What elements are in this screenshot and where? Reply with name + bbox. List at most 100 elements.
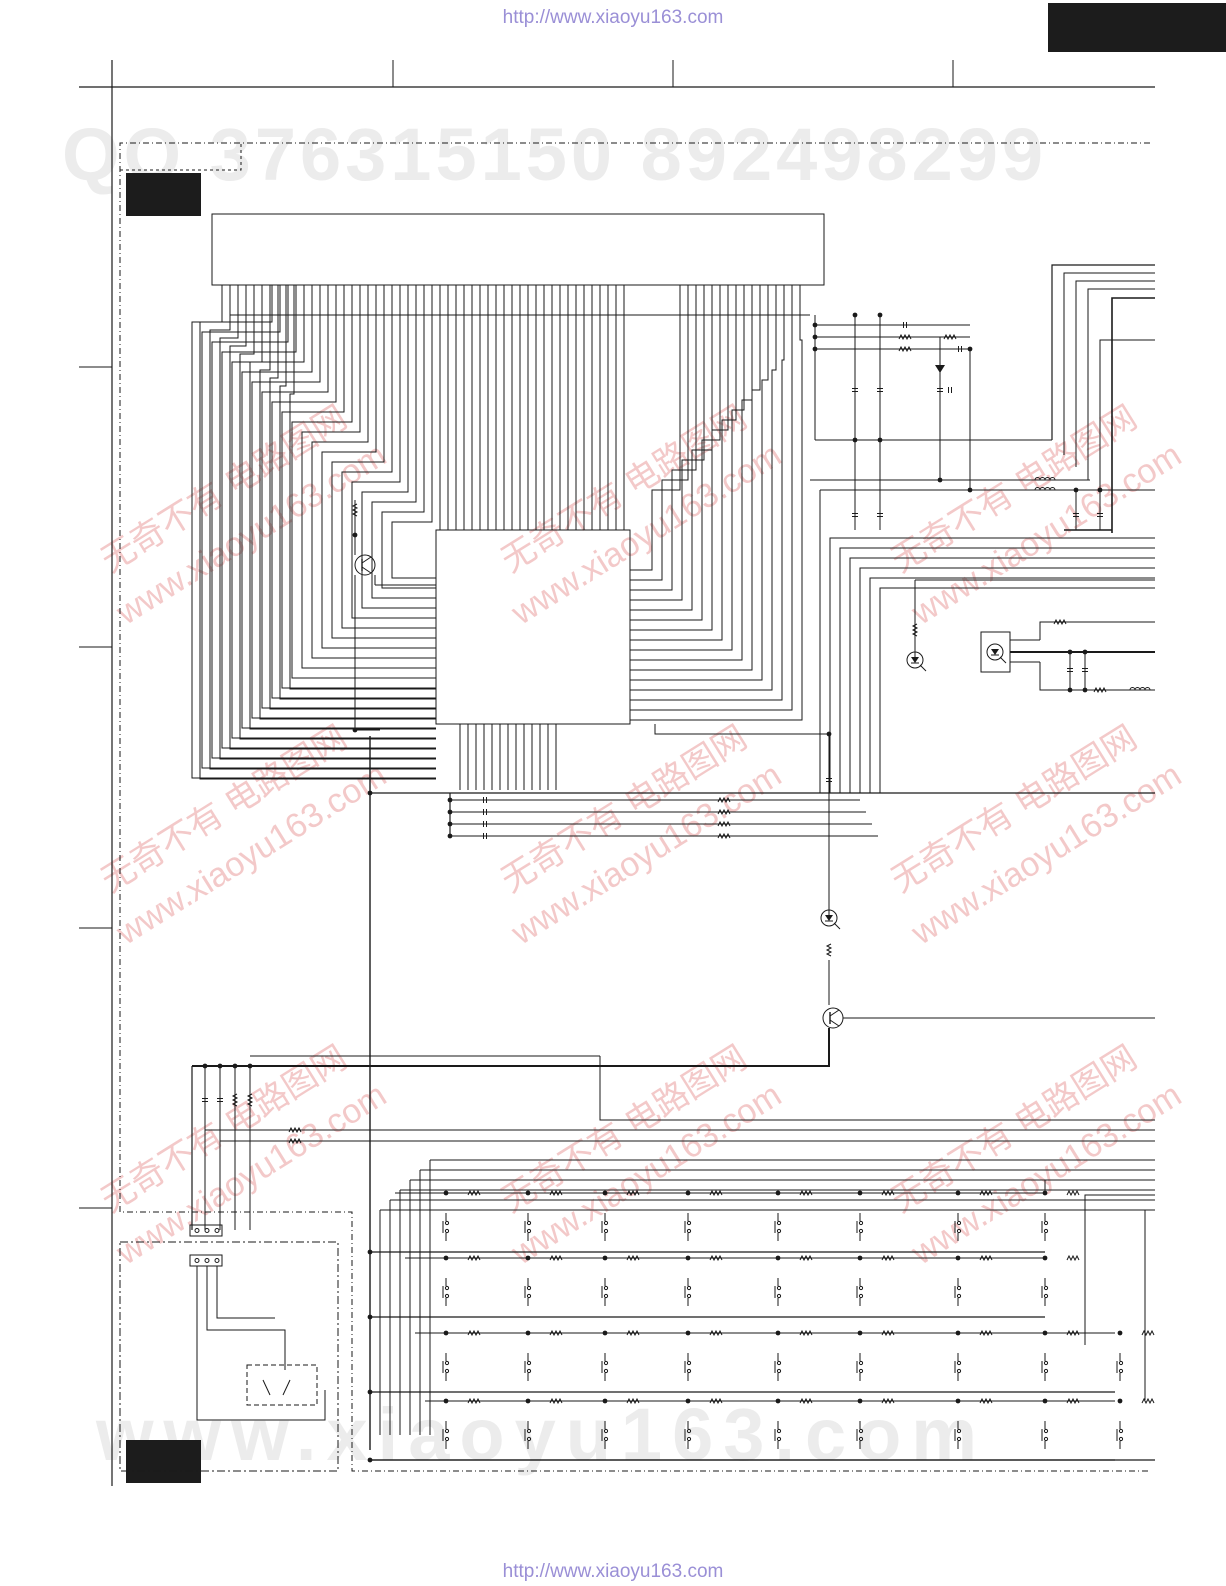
junction-dot <box>812 334 818 340</box>
key-switch <box>686 1368 692 1374</box>
junction-dot <box>857 1398 863 1404</box>
wire <box>291 285 436 679</box>
key-switch <box>1043 1228 1049 1234</box>
wire <box>630 285 761 671</box>
junction-dot <box>857 1190 863 1196</box>
key-switch <box>858 1368 864 1374</box>
junction-dot <box>1067 687 1073 693</box>
resistor <box>799 1397 813 1405</box>
led <box>833 922 841 930</box>
connector <box>189 1254 223 1267</box>
junction-dot <box>525 1255 531 1261</box>
switch-transistor <box>354 554 376 576</box>
resistor <box>709 1329 723 1337</box>
wire <box>311 285 436 659</box>
key-switch <box>858 1436 864 1442</box>
led <box>906 651 924 669</box>
board-outline-switch <box>119 1241 339 1472</box>
key-switch <box>526 1360 532 1366</box>
wire <box>229 285 436 750</box>
junction-dot <box>857 1255 863 1261</box>
resistor <box>799 1254 813 1262</box>
wire <box>630 285 785 701</box>
junction-dot <box>852 312 858 318</box>
resistor <box>799 1329 813 1337</box>
wire <box>630 285 681 571</box>
key-switch <box>1043 1428 1049 1434</box>
wire <box>196 1266 326 1421</box>
junction-dot <box>232 1063 238 1069</box>
page-tab-label <box>1048 3 1226 52</box>
key-switch <box>1118 1368 1124 1374</box>
resistor <box>626 1329 640 1337</box>
wire <box>331 285 436 639</box>
junction-dot <box>443 1190 449 1196</box>
wire <box>1039 621 1155 640</box>
inductor <box>1034 477 1056 481</box>
resistor <box>467 1397 481 1405</box>
wire <box>654 724 829 735</box>
wire <box>1075 280 1155 467</box>
key-switch <box>603 1368 609 1374</box>
resistor <box>898 333 912 341</box>
key-switch <box>956 1436 962 1442</box>
resistor <box>467 1254 481 1262</box>
key-switch <box>776 1368 782 1374</box>
junction-dot <box>202 1063 208 1069</box>
led <box>825 915 833 921</box>
key-switch <box>444 1360 450 1366</box>
wire <box>630 285 753 661</box>
key-switch <box>956 1360 962 1366</box>
resistor <box>1141 1329 1155 1337</box>
resistor <box>246 1093 254 1107</box>
junction-dot <box>685 1255 691 1261</box>
key-matrix <box>367 1159 1155 1463</box>
components <box>351 500 436 733</box>
inductor <box>1129 687 1151 691</box>
wire <box>209 285 436 770</box>
wire <box>1044 1179 1155 1190</box>
wire <box>211 285 436 759</box>
junction-dot <box>877 437 883 443</box>
junction-dot <box>1117 1398 1123 1404</box>
resistor <box>288 1137 302 1145</box>
key-switch <box>1043 1368 1049 1374</box>
wire <box>381 285 436 589</box>
wire <box>599 1056 1155 1121</box>
junction-dot <box>852 437 858 443</box>
key-switch <box>956 1285 962 1291</box>
key-switch <box>776 1428 782 1434</box>
key-switch <box>686 1285 692 1291</box>
key-switch <box>526 1368 532 1374</box>
board-label-tab <box>126 173 201 216</box>
resistor <box>1053 618 1067 626</box>
connector-pin <box>204 1258 210 1263</box>
key-switch <box>686 1436 692 1442</box>
wire <box>630 285 777 691</box>
wire <box>251 285 436 719</box>
junction-dot <box>937 477 943 483</box>
selector-switch <box>262 1379 271 1396</box>
key-switch <box>858 1228 864 1234</box>
resistor <box>549 1254 563 1262</box>
microcontroller-ic <box>435 529 631 725</box>
key-switch <box>956 1428 962 1434</box>
wire <box>1063 272 1155 455</box>
resistor <box>881 1254 895 1262</box>
display-module <box>211 213 825 286</box>
key-switch <box>1118 1428 1124 1434</box>
wire <box>630 285 769 681</box>
resistor <box>717 808 731 816</box>
source-url-top: http://www.xiaoyu163.com <box>502 7 724 28</box>
resistor <box>351 503 359 517</box>
junction-dot <box>443 1255 449 1261</box>
driver-transistor <box>829 1019 840 1027</box>
resistor <box>1066 1397 1080 1405</box>
key-switch <box>686 1293 692 1299</box>
led <box>991 649 999 655</box>
key-switch <box>444 1228 450 1234</box>
key-switch <box>526 1293 532 1299</box>
wire <box>269 285 436 710</box>
wire <box>630 285 705 601</box>
